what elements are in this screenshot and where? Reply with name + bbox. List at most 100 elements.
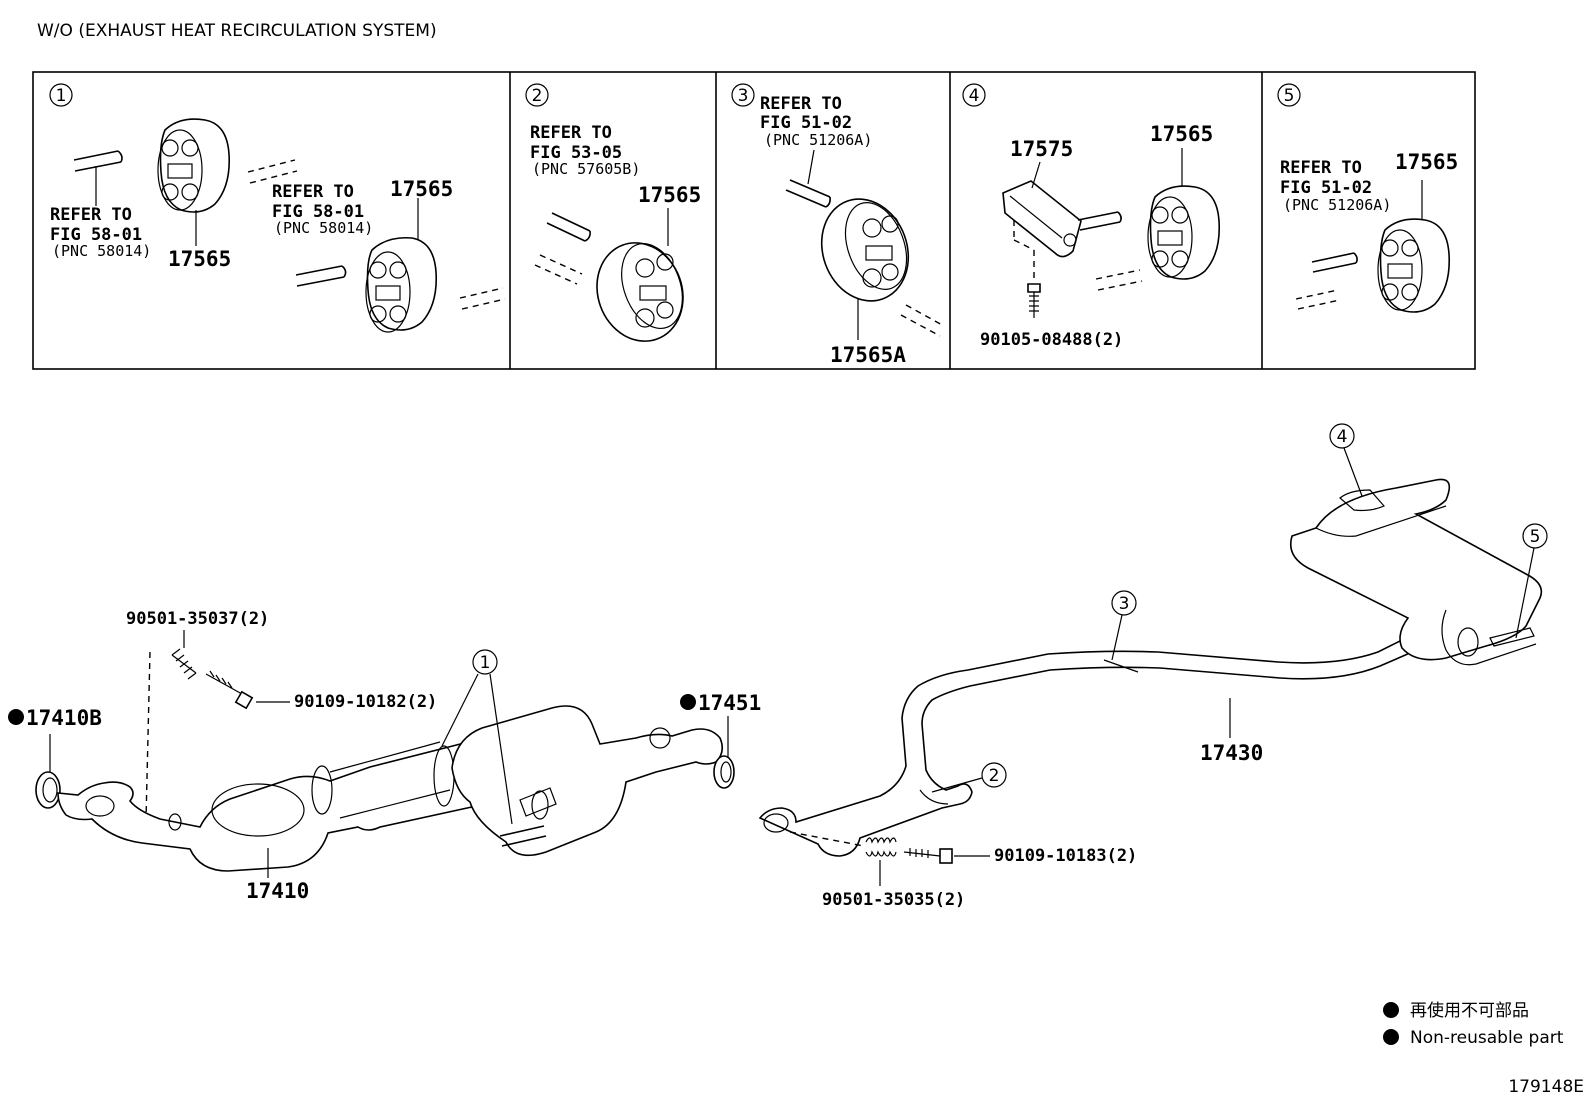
refer-label: REFER TO bbox=[50, 205, 132, 225]
hanger-rod bbox=[1103, 659, 1139, 673]
refer-label: REFER TO bbox=[530, 123, 612, 143]
detail-panel-1: 1 bbox=[49, 83, 506, 333]
rubber-hanger bbox=[365, 236, 438, 333]
pipe-stub bbox=[1095, 269, 1143, 291]
callout-3: 3 bbox=[1119, 594, 1130, 614]
bolt bbox=[1027, 283, 1041, 318]
part-number-17565a: 17565A bbox=[830, 343, 906, 367]
fig-reference: FIG 53-05 bbox=[530, 143, 622, 163]
illustration-id: 179148E bbox=[1508, 1077, 1584, 1097]
detail-panel-2: 2 REFER TO FIG 53-05 (P bbox=[525, 83, 701, 342]
part-number-17565: 17565 bbox=[1150, 122, 1213, 146]
pipe-stub bbox=[900, 304, 945, 337]
pipe-stub bbox=[546, 212, 591, 242]
pnc-reference: (PNC 58014) bbox=[52, 242, 151, 260]
leader-line bbox=[489, 673, 513, 825]
refer-label: REFER TO bbox=[1280, 158, 1362, 178]
pnc-reference: (PNC 58014) bbox=[274, 219, 373, 237]
pipe-stub bbox=[534, 254, 583, 285]
leader-line bbox=[1111, 614, 1123, 661]
refer-label: REFER TO bbox=[272, 182, 354, 202]
rubber-hanger bbox=[1377, 218, 1451, 313]
non-reusable-marker bbox=[1383, 1002, 1399, 1018]
non-reusable-marker bbox=[8, 709, 24, 725]
panel-number: 4 bbox=[969, 86, 980, 106]
panel-number: 2 bbox=[532, 86, 543, 106]
part-number-90501-35035: 90501-35035(2) bbox=[822, 890, 965, 910]
detail-panel-4: 4 bbox=[962, 83, 1221, 350]
pipe-stub bbox=[1311, 252, 1358, 273]
rubber-hanger bbox=[1147, 185, 1221, 280]
refer-label: REFER TO bbox=[760, 94, 842, 114]
pipe-stub bbox=[295, 265, 347, 287]
panel-number-badge bbox=[731, 83, 755, 107]
leader-line bbox=[931, 777, 983, 793]
bolt bbox=[205, 670, 254, 710]
panel-number-badge bbox=[962, 83, 986, 107]
bolt bbox=[903, 848, 953, 864]
pipe-stub bbox=[785, 179, 831, 208]
part-number-90501-35037: 90501-35037(2) bbox=[126, 609, 269, 629]
part-number-17565: 17565 bbox=[638, 183, 701, 207]
callout-badge bbox=[1111, 590, 1137, 616]
panel-number-badge bbox=[525, 83, 549, 107]
alignment-line bbox=[789, 831, 865, 847]
rubber-hanger bbox=[820, 198, 910, 302]
panel-number-badge bbox=[1277, 83, 1301, 107]
detail-panels: 1 bbox=[32, 71, 1476, 370]
rubber-hanger bbox=[157, 118, 231, 213]
panel-number: 3 bbox=[738, 86, 749, 106]
leader-line bbox=[1515, 547, 1535, 639]
alignment-line bbox=[145, 651, 151, 821]
pipe-stub bbox=[73, 150, 123, 172]
callout-2: 2 bbox=[989, 766, 1000, 786]
catalytic-converter bbox=[451, 705, 724, 857]
front-exhaust-pipe bbox=[57, 734, 511, 872]
detail-panel-5: 5 REFER TO FIG 51-02 (P bbox=[1277, 83, 1458, 313]
fig-reference: FIG 58-01 bbox=[50, 225, 142, 245]
compression-spring bbox=[171, 648, 197, 680]
pnc-reference: (PNC 57605B) bbox=[532, 160, 640, 178]
detail-panel-3: 3 REFER TO FIG 51-02 bbox=[731, 83, 945, 367]
callout-badge bbox=[472, 649, 498, 675]
compression-spring bbox=[865, 837, 897, 857]
leader-line bbox=[441, 673, 479, 747]
fig-reference: FIG 58-01 bbox=[272, 202, 364, 222]
legend-english: Non-reusable part bbox=[1410, 1028, 1564, 1048]
part-number-90109-10182: 90109-10182(2) bbox=[294, 692, 437, 712]
hanger-bracket bbox=[1002, 180, 1122, 258]
tail-exhaust-pipe bbox=[758, 589, 1502, 857]
part-number-90105-08488: 90105-08488(2) bbox=[980, 330, 1123, 350]
callout-4: 4 bbox=[1337, 427, 1348, 447]
pnc-reference: (PNC 51206A) bbox=[1283, 196, 1391, 214]
main-assembly: 17410B 90501-35037(2) 90109-10182(2) bbox=[8, 423, 1548, 910]
callout-1: 1 bbox=[480, 653, 491, 673]
part-number-17430: 17430 bbox=[1200, 741, 1263, 765]
legend: 再使用不可部品 Non-reusable part bbox=[1383, 1000, 1564, 1048]
leader-line bbox=[1031, 161, 1041, 189]
panel-number: 1 bbox=[56, 86, 67, 106]
part-number-17565: 17565 bbox=[390, 177, 453, 201]
pipe-stub bbox=[247, 159, 298, 184]
muffler bbox=[1289, 478, 1543, 666]
rubber-hanger bbox=[596, 242, 684, 342]
part-number-90109-10183: 90109-10183(2) bbox=[994, 846, 1137, 866]
part-number-17410: 17410 bbox=[246, 879, 309, 903]
fig-reference: FIG 51-02 bbox=[760, 113, 852, 133]
non-reusable-marker bbox=[680, 694, 696, 710]
part-number-17410b: 17410B bbox=[26, 706, 102, 730]
gasket-middle bbox=[713, 755, 735, 789]
pnc-reference: (PNC 51206A) bbox=[764, 131, 872, 149]
part-number-17565: 17565 bbox=[168, 247, 231, 271]
callout-badge bbox=[1329, 423, 1355, 449]
callout-5: 5 bbox=[1530, 527, 1541, 547]
panel-frame bbox=[32, 71, 1476, 370]
pipe-stub bbox=[459, 287, 506, 310]
fig-reference: FIG 51-02 bbox=[1280, 178, 1372, 198]
diagram-title: W/O (EXHAUST HEAT RECIRCULATION SYSTEM) bbox=[37, 21, 437, 41]
part-number-17575: 17575 bbox=[1010, 137, 1073, 161]
non-reusable-marker bbox=[1383, 1029, 1399, 1045]
leader-line bbox=[807, 149, 815, 185]
part-number-17565: 17565 bbox=[1395, 150, 1458, 174]
